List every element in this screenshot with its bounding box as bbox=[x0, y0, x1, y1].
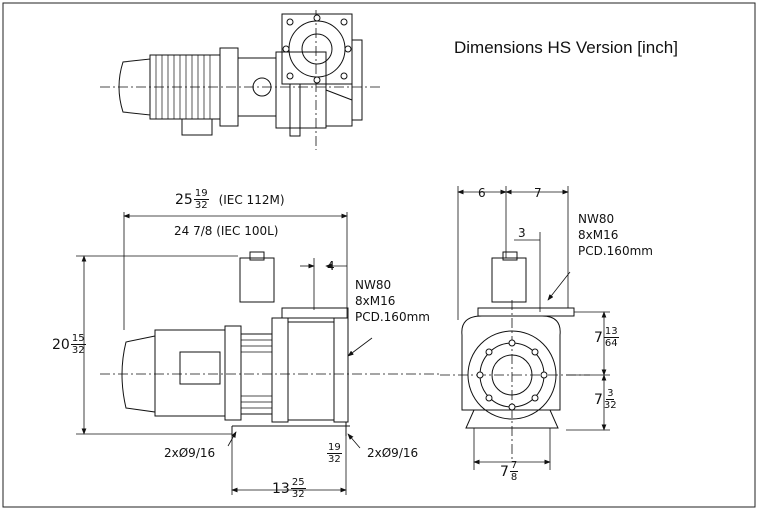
foot-offset-num: 19 bbox=[327, 442, 342, 454]
side-flange-nw: NW80 bbox=[355, 278, 392, 292]
hole-left-label: 2xØ9/16 bbox=[164, 446, 216, 460]
length-112-whole: 25 bbox=[175, 191, 193, 208]
front-flange-bolts: 8xM16 bbox=[578, 228, 619, 242]
upper-height-whole: 7 bbox=[594, 329, 603, 346]
side-dimension-lines bbox=[76, 212, 373, 495]
foot-span-whole: 13 bbox=[272, 480, 290, 497]
base-width-den: 8 bbox=[510, 472, 518, 483]
side-flange-bolts: 8xM16 bbox=[355, 294, 396, 308]
side-flange-pcd: PCD.160mm bbox=[355, 310, 430, 324]
height-den: 32 bbox=[71, 345, 85, 356]
width-left-label: 6 bbox=[478, 186, 486, 200]
hole-right-label: 2xØ9/16 bbox=[367, 446, 419, 460]
upper-height-num: 13 bbox=[603, 326, 619, 338]
foot-span-den: 32 bbox=[291, 489, 305, 500]
length-iec-100l: 24 7/8 (IEC 100L) bbox=[174, 224, 279, 238]
front-view bbox=[440, 251, 590, 460]
width-right-label: 7 bbox=[534, 186, 542, 200]
foot-offset-den: 32 bbox=[328, 454, 341, 465]
front-flange-pcd: PCD.160mm bbox=[578, 244, 653, 258]
height-num: 15 bbox=[70, 333, 86, 345]
side-view bbox=[100, 251, 440, 436]
foot-span-num: 25 bbox=[290, 477, 306, 489]
base-width-whole: 7 bbox=[500, 463, 509, 480]
offset-label: 3 bbox=[518, 226, 526, 240]
front-dimension-lines bbox=[457, 186, 610, 470]
length-112-num: 19 bbox=[193, 188, 209, 200]
length-112-note: (IEC 112M) bbox=[218, 192, 285, 207]
upper-height-den: 64 bbox=[604, 338, 618, 349]
height-whole: 20 bbox=[52, 336, 70, 353]
offset-top-label: 4 bbox=[327, 259, 335, 273]
length-112-den: 32 bbox=[194, 200, 208, 211]
lower-height-den: 32 bbox=[603, 400, 617, 411]
top-view bbox=[100, 10, 380, 150]
drawing-title: Dimensions HS Version [inch] bbox=[454, 38, 678, 57]
lower-height-num: 3 bbox=[606, 388, 615, 400]
lower-height-whole: 7 bbox=[594, 391, 603, 408]
front-flange-nw: NW80 bbox=[578, 212, 615, 226]
base-width-num: 7 bbox=[509, 460, 519, 472]
